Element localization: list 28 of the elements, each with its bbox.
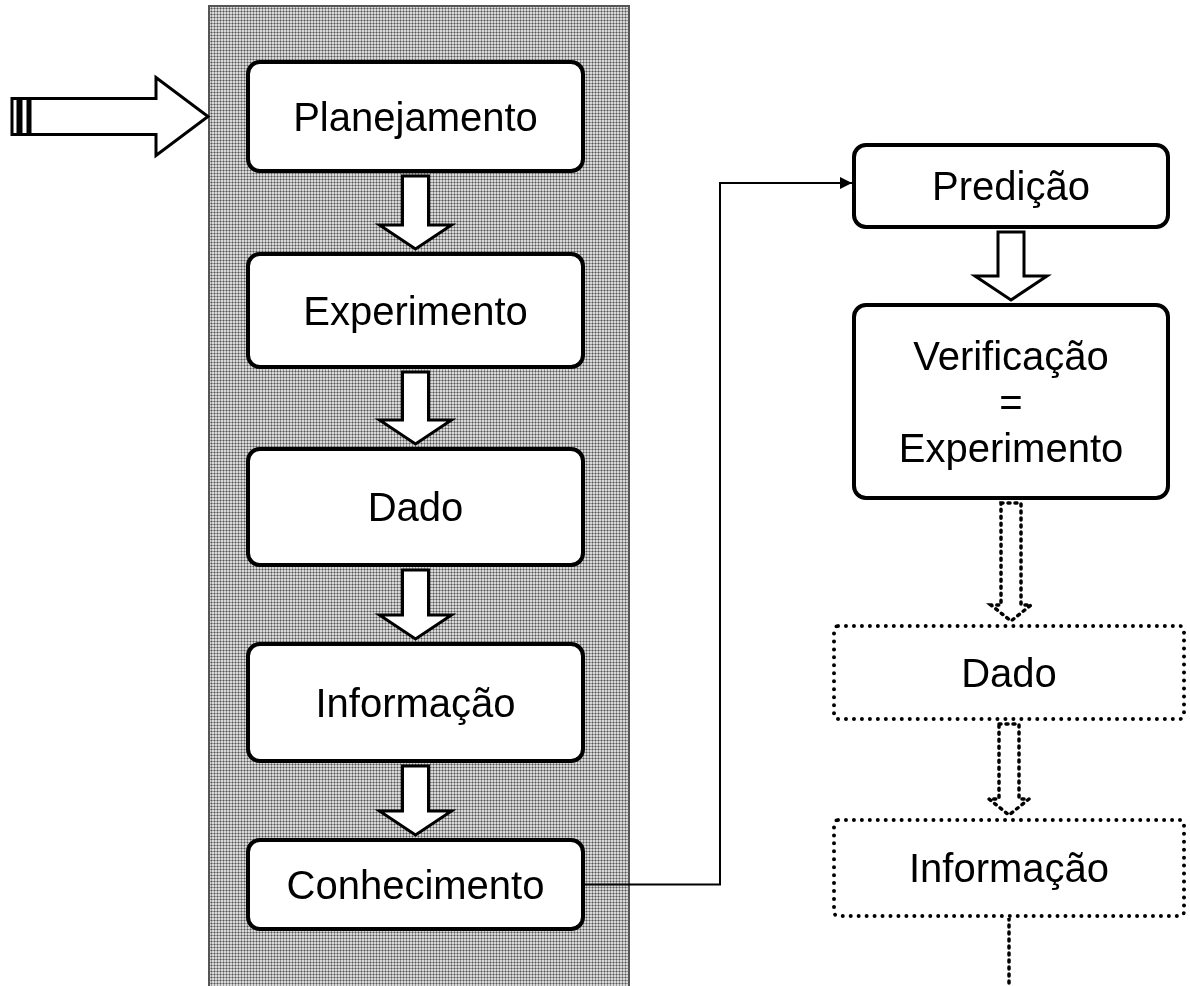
process-box: [246, 60, 585, 173]
box-label: Predição: [932, 163, 1090, 209]
process-box: [246, 252, 585, 369]
process-box: [246, 642, 585, 763]
dotted-line: [1007, 916, 1011, 986]
process-box: [246, 838, 585, 931]
process-box: [832, 818, 1186, 918]
process-box: [852, 143, 1170, 229]
connector-arrow: [584, 177, 853, 886]
block-arrow: [374, 568, 457, 641]
block-arrow: [374, 764, 457, 837]
block-arrow: [374, 370, 457, 446]
striped-block-arrow: [10, 74, 211, 159]
box-label: Informação: [908, 845, 1110, 891]
box-label: Dado: [961, 649, 1057, 696]
box-label: Planejamento: [293, 93, 538, 140]
box-label: Informação: [315, 679, 516, 726]
process-box: [832, 624, 1186, 721]
box-label: Verificação = Experimento: [898, 332, 1124, 471]
box-label: Experimento: [303, 287, 528, 334]
process-box: [246, 447, 585, 567]
process-box: [852, 303, 1170, 500]
block-arrow: [374, 174, 457, 251]
box-label: Dado: [367, 484, 464, 530]
shaded-panel: [208, 5, 630, 986]
box-label: Conhecimento: [286, 861, 545, 908]
block-arrow: [970, 230, 1052, 302]
dotted-block-arrow: [984, 722, 1034, 818]
